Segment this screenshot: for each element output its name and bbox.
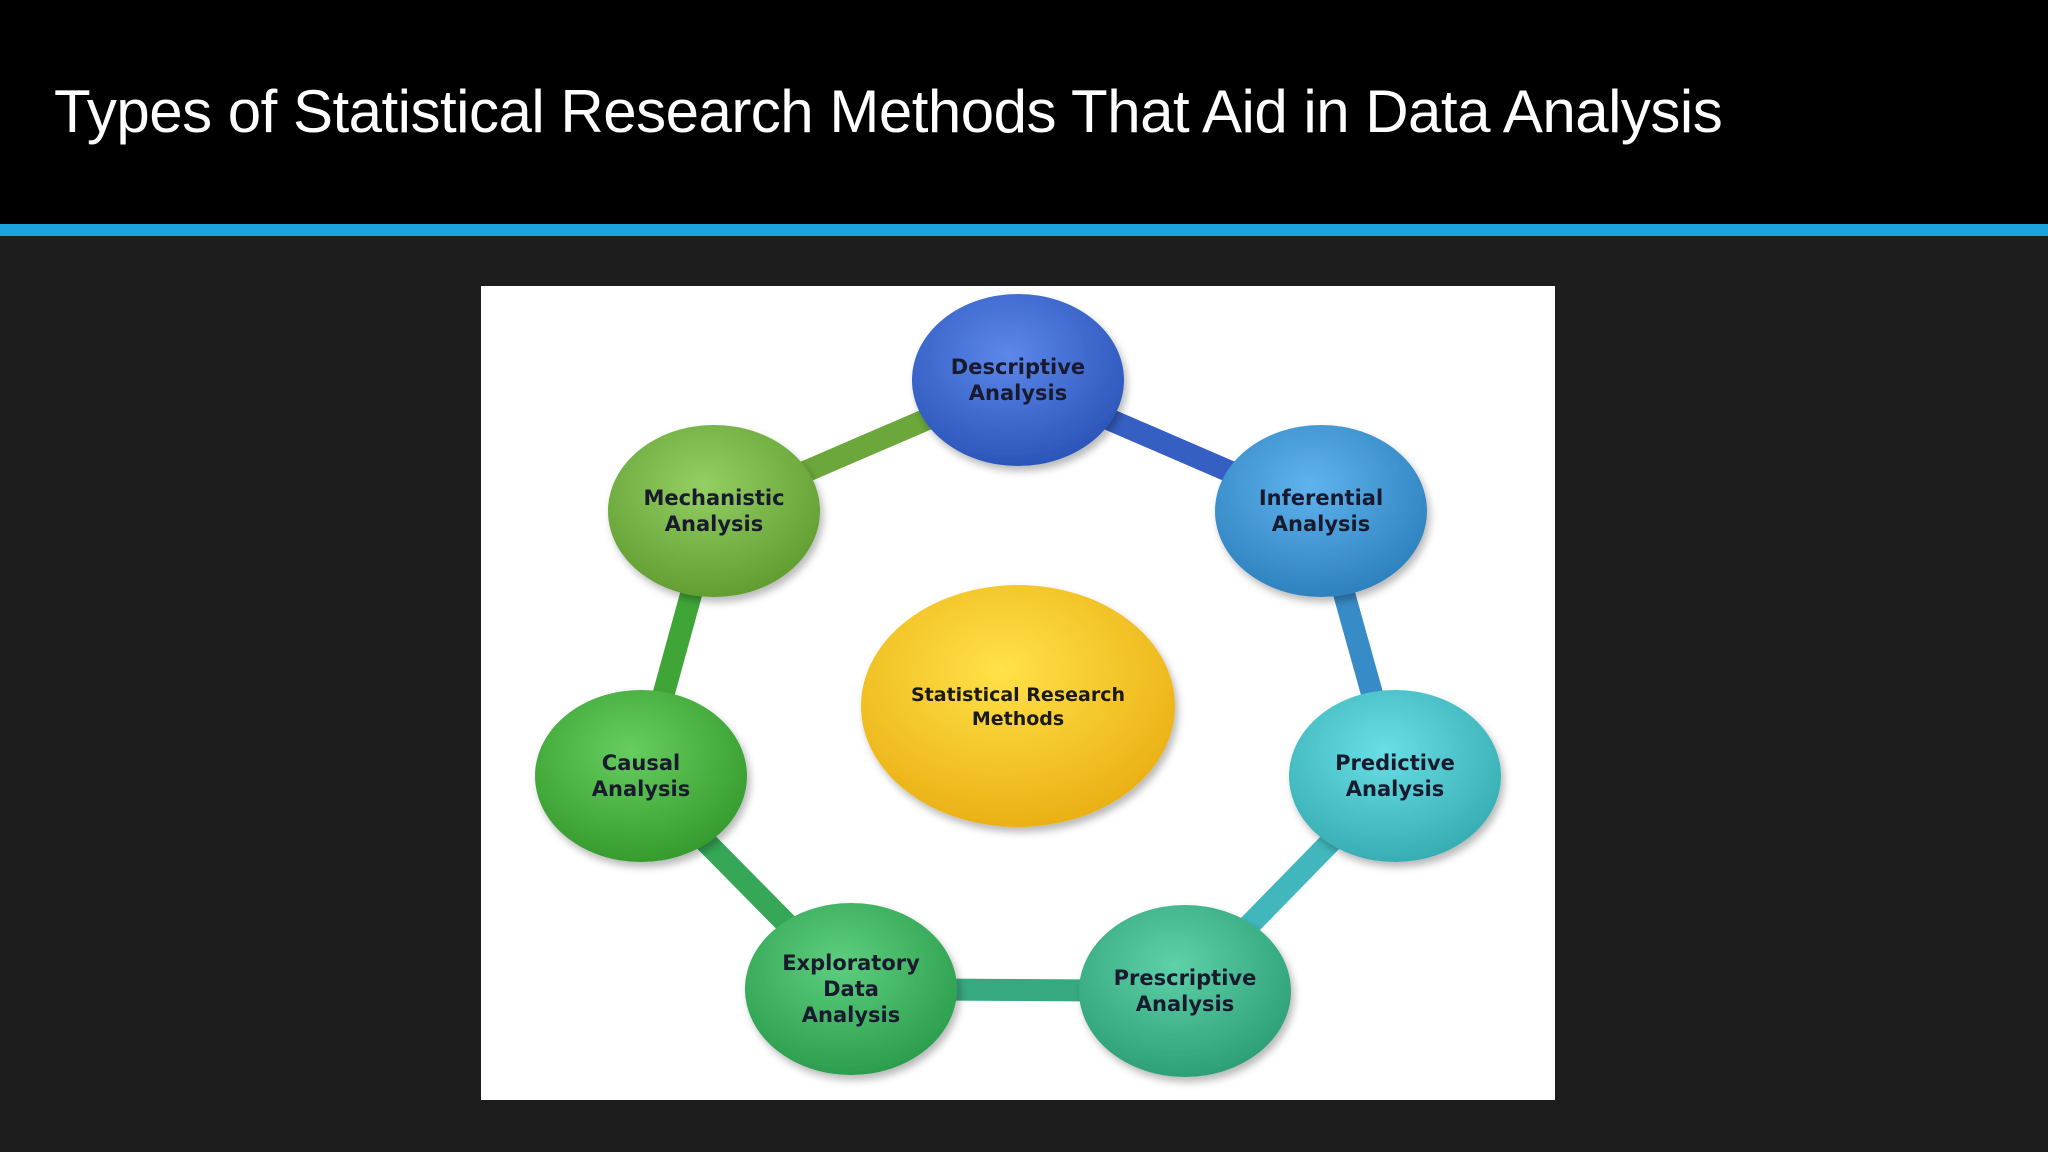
node-label-exploratory: Analysis xyxy=(802,1003,900,1027)
node-label-prescriptive: Prescriptive xyxy=(1114,966,1257,990)
node-label-predictive: Analysis xyxy=(1346,777,1444,801)
node-label-prescriptive: Analysis xyxy=(1136,992,1234,1016)
node-ellipse-descriptive xyxy=(912,294,1124,466)
node-label-mechanistic: Mechanistic xyxy=(643,486,784,510)
node-ellipse-exploratory xyxy=(745,903,957,1075)
node-label-causal: Analysis xyxy=(592,777,690,801)
node-label-exploratory: Data xyxy=(823,977,879,1001)
node-label-predictive: Predictive xyxy=(1335,751,1455,775)
node-label-causal: Causal xyxy=(602,751,680,775)
node-ellipse-mechanistic xyxy=(608,425,820,597)
node-label-mechanistic: Analysis xyxy=(665,512,763,536)
slide-title: Types of Statistical Research Methods Th… xyxy=(54,78,1723,145)
node-ellipse-predictive xyxy=(1289,690,1501,862)
node-label-descriptive: Analysis xyxy=(969,381,1067,405)
node-ellipse-inferential xyxy=(1215,425,1427,597)
node-ellipse-prescriptive xyxy=(1079,905,1291,1077)
node-ellipse-causal xyxy=(535,690,747,862)
method-nodes: DescriptiveAnalysisInferentialAnalysisPr… xyxy=(535,294,1501,1077)
node-label-exploratory: Exploratory xyxy=(782,951,920,975)
accent-bar xyxy=(0,224,2048,236)
center-ellipse xyxy=(861,585,1175,827)
node-label-inferential: Analysis xyxy=(1272,512,1370,536)
node-label-inferential: Inferential xyxy=(1259,486,1383,510)
slide-header: Types of Statistical Research Methods Th… xyxy=(0,0,2048,224)
center-label-line: Methods xyxy=(972,708,1064,730)
center-label-line: Statistical Research xyxy=(911,684,1125,706)
node-label-descriptive: Descriptive xyxy=(951,355,1085,379)
